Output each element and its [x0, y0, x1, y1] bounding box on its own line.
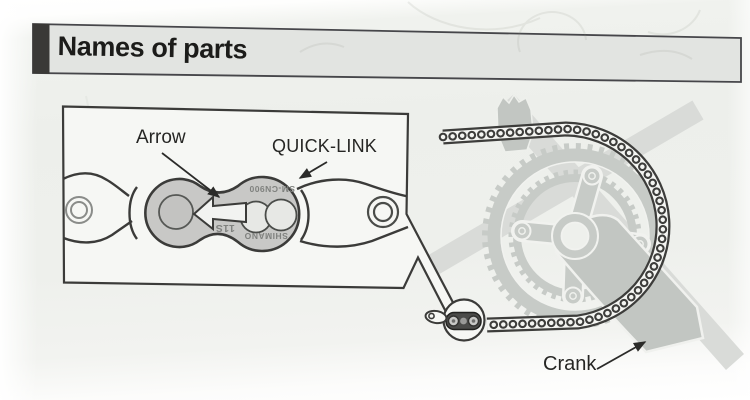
quick-link-pointer-icon — [298, 161, 328, 179]
callout-arrows — [161, 152, 647, 370]
chain-end-stub — [424, 309, 448, 325]
bottom-bracket-hub — [551, 212, 599, 260]
front-derailleur — [496, 93, 534, 153]
link-speed-marking: 11S — [215, 222, 235, 234]
left-outer-plate — [63, 172, 138, 244]
right-roller — [366, 195, 400, 229]
label-crank: Crank — [543, 353, 597, 375]
label-quick-link: QUICK-LINK — [272, 136, 378, 156]
page-title: Names of parts — [57, 31, 248, 65]
left-roller — [65, 196, 93, 224]
crank-illustration — [422, 93, 744, 370]
magnifier-circle — [424, 298, 486, 342]
link-brand-marking: SHIMANO — [244, 231, 288, 241]
banner-accent-block — [32, 23, 50, 74]
crank-pointer-icon — [596, 341, 647, 370]
link-slot — [239, 198, 298, 234]
quick-link-plate — [144, 175, 301, 253]
link-model-marking: SM-CN900 — [248, 184, 296, 194]
label-arrow: Arrow — [136, 127, 186, 148]
link-pin-hole — [158, 194, 194, 230]
arrow-pointer-icon — [161, 152, 221, 198]
chain — [438, 121, 671, 333]
quick-link-in-chain — [445, 311, 482, 331]
direction-arrow-icon — [192, 194, 247, 232]
right-outer-plate — [296, 178, 409, 248]
chain-closeup — [63, 172, 409, 253]
